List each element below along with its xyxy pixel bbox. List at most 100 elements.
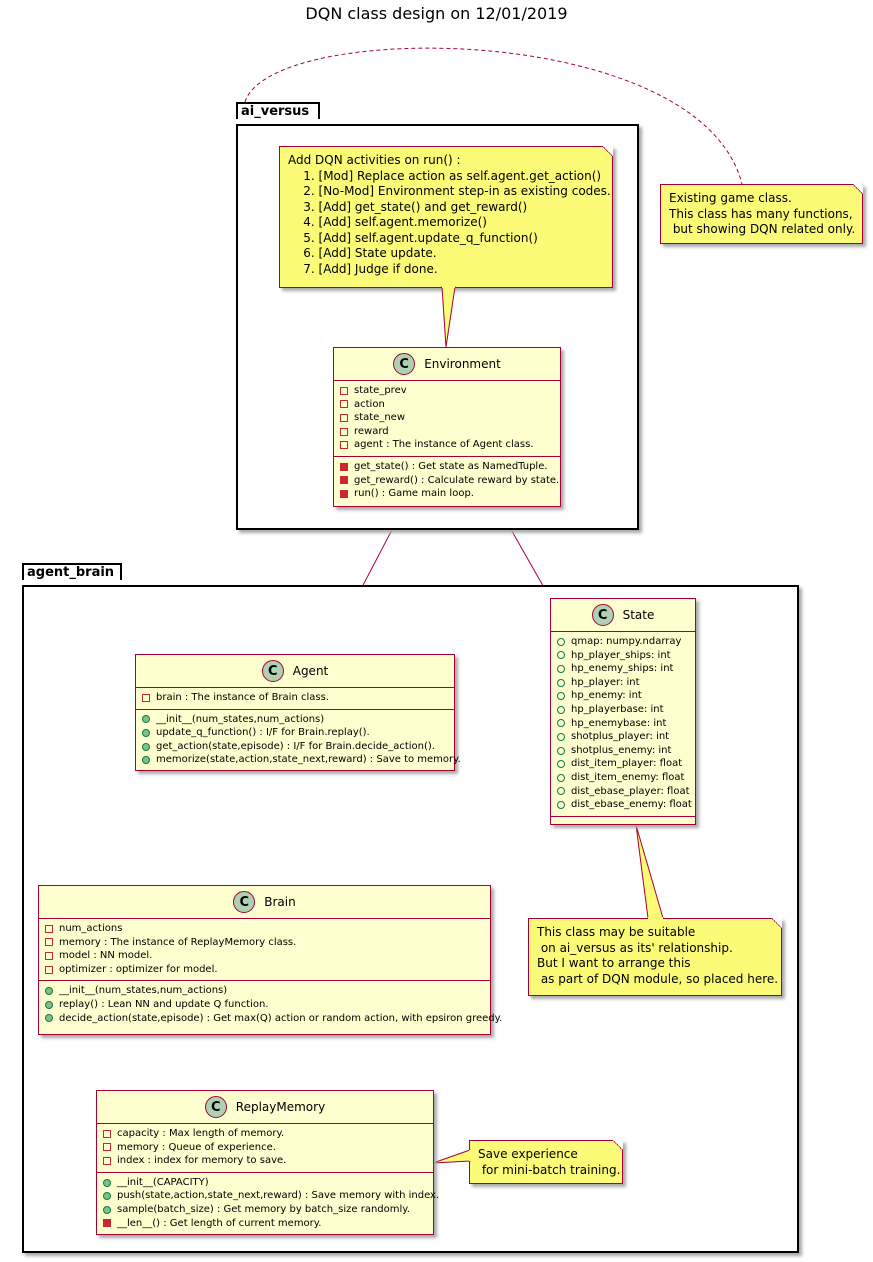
public-field-icon	[557, 651, 565, 660]
field-row: dist_item_enemy: float	[557, 771, 689, 785]
class-brain[interactable]: C Brain num_actions memory : The instanc…	[38, 885, 502, 1035]
class-methods: __init__(CAPACITY) push(state,action,sta…	[97, 1173, 439, 1234]
method-row: get_reward() : Calculate reward by state…	[340, 474, 559, 488]
public-field-icon	[557, 732, 565, 741]
field-row: shotplus_enemy: int	[557, 744, 689, 758]
public-field-icon	[557, 705, 565, 714]
class-header: C Agent	[136, 655, 454, 688]
public-field-icon	[557, 760, 565, 769]
class-icon: C	[591, 604, 614, 626]
field-row: model : NN model.	[45, 949, 484, 963]
public-method-icon	[142, 715, 150, 724]
class-agent[interactable]: C Agent brain : The instance of Brain cl…	[135, 654, 461, 771]
public-method-icon	[103, 1178, 111, 1187]
state-note: This class may be suitable on ai_versus …	[528, 918, 782, 996]
field-row: dist_ebase_player: float	[557, 785, 690, 799]
method-row: __init__(num_states,num_actions)	[142, 713, 448, 727]
private-field-icon	[340, 400, 348, 409]
field-row: hp_playerbase: int	[557, 703, 689, 717]
class-name: Brain	[264, 895, 296, 909]
field-row: dist_ebase_enemy: float	[557, 798, 692, 812]
field-row: hp_enemy_ships: int	[557, 662, 689, 676]
public-method-icon	[103, 1205, 111, 1214]
method-row: decide_action(state,episode) : Get max(Q…	[45, 1012, 502, 1026]
run-note-pointer	[441, 286, 456, 348]
private-field-icon	[340, 413, 348, 422]
class-header: C Environment	[334, 348, 560, 381]
method-row: get_action(state,episode) : I/F for Brai…	[142, 740, 448, 754]
private-method-icon	[103, 1219, 111, 1228]
public-field-icon	[557, 637, 565, 646]
private-field-icon	[45, 951, 53, 960]
field-row: state_new	[340, 411, 554, 425]
class-fields: capacity : Max length of memory. memory …	[97, 1124, 433, 1173]
public-method-icon	[45, 987, 53, 996]
private-field-icon	[103, 1156, 111, 1165]
public-field-icon	[557, 678, 565, 687]
public-method-icon	[103, 1192, 111, 1201]
public-method-icon	[142, 728, 150, 737]
package-tab-agent-brain: agent_brain	[22, 563, 122, 580]
method-row: get_state() : Get state as NamedTuple.	[340, 460, 554, 474]
game-note: Existing game class. This class has many…	[660, 184, 863, 244]
class-icon: C	[204, 1096, 227, 1118]
method-row: update_q_function() : I/F for Brain.repl…	[142, 726, 448, 740]
field-row: memory : Queue of experience.	[103, 1141, 427, 1155]
package-tab-ai-versus: ai_versus	[236, 102, 320, 119]
diagram-title: DQN class design on 12/01/2019	[305, 4, 568, 23]
field-row: hp_enemybase: int	[557, 717, 689, 731]
game-note-link	[244, 47, 743, 185]
field-row: state_prev	[340, 384, 554, 398]
class-name: Agent	[292, 664, 329, 678]
field-row: qmap: numpy.ndarray	[557, 635, 689, 649]
private-method-icon	[340, 476, 348, 485]
field-row: dist_item_player: float	[557, 757, 689, 771]
method-row: push(state,action,state_next,reward) : S…	[103, 1189, 439, 1203]
class-methods: __init__(num_states,num_actions) update_…	[136, 710, 461, 771]
method-row: __init__(num_states,num_actions)	[45, 984, 484, 998]
private-field-icon	[45, 924, 53, 933]
public-method-icon	[45, 1000, 53, 1009]
class-state[interactable]: C State qmap: numpy.ndarray hp_player_sh…	[550, 598, 696, 825]
field-row: index : index for memory to save.	[103, 1154, 427, 1168]
private-field-icon	[45, 965, 53, 974]
public-field-icon	[557, 719, 565, 728]
field-row: hp_player: int	[557, 676, 689, 690]
public-method-icon	[142, 756, 150, 765]
class-methods-empty	[551, 817, 695, 824]
class-icon: C	[233, 891, 256, 913]
field-row: agent : The instance of Agent class.	[340, 438, 554, 452]
class-replaymemory[interactable]: C ReplayMemory capacity : Max length of …	[96, 1090, 439, 1235]
class-icon: C	[393, 353, 416, 375]
method-row: __init__(CAPACITY)	[103, 1176, 427, 1190]
class-fields: qmap: numpy.ndarray hp_player_ships: int…	[551, 632, 695, 817]
field-row: reward	[340, 425, 554, 439]
private-field-icon	[340, 427, 348, 436]
class-header: C State	[551, 599, 695, 632]
memory-note: Save experience for mini-batch training.	[469, 1140, 623, 1184]
state-note-pointer	[635, 824, 664, 919]
field-row: memory : The instance of ReplayMemory cl…	[45, 936, 484, 950]
field-row: hp_player_ships: int	[557, 649, 689, 663]
method-row: memorize(state,action,state_next,reward)…	[142, 753, 461, 767]
field-row: shotplus_player: int	[557, 730, 689, 744]
class-fields: num_actions memory : The instance of Rep…	[39, 919, 490, 982]
public-field-icon	[557, 692, 565, 701]
run-note: Add DQN activities on run() : 1. [Mod] R…	[279, 146, 613, 288]
field-row: action	[340, 398, 554, 412]
private-field-icon	[340, 441, 348, 450]
class-environment[interactable]: C Environment state_prev action state_ne…	[333, 347, 561, 507]
private-field-icon	[45, 938, 53, 947]
public-field-icon	[557, 787, 565, 796]
method-row: replay() : Lean NN and update Q function…	[45, 998, 484, 1012]
field-row: num_actions	[45, 922, 484, 936]
class-icon: C	[261, 660, 284, 682]
field-row: brain : The instance of Brain class.	[142, 691, 448, 705]
method-row: run() : Game main loop.	[340, 487, 554, 501]
class-methods: __init__(num_states,num_actions) replay(…	[39, 981, 502, 1029]
class-name: ReplayMemory	[235, 1100, 326, 1114]
private-field-icon	[103, 1129, 111, 1138]
public-field-icon	[557, 800, 565, 809]
class-methods: get_state() : Get state as NamedTuple. g…	[334, 457, 560, 505]
public-field-icon	[557, 746, 565, 755]
